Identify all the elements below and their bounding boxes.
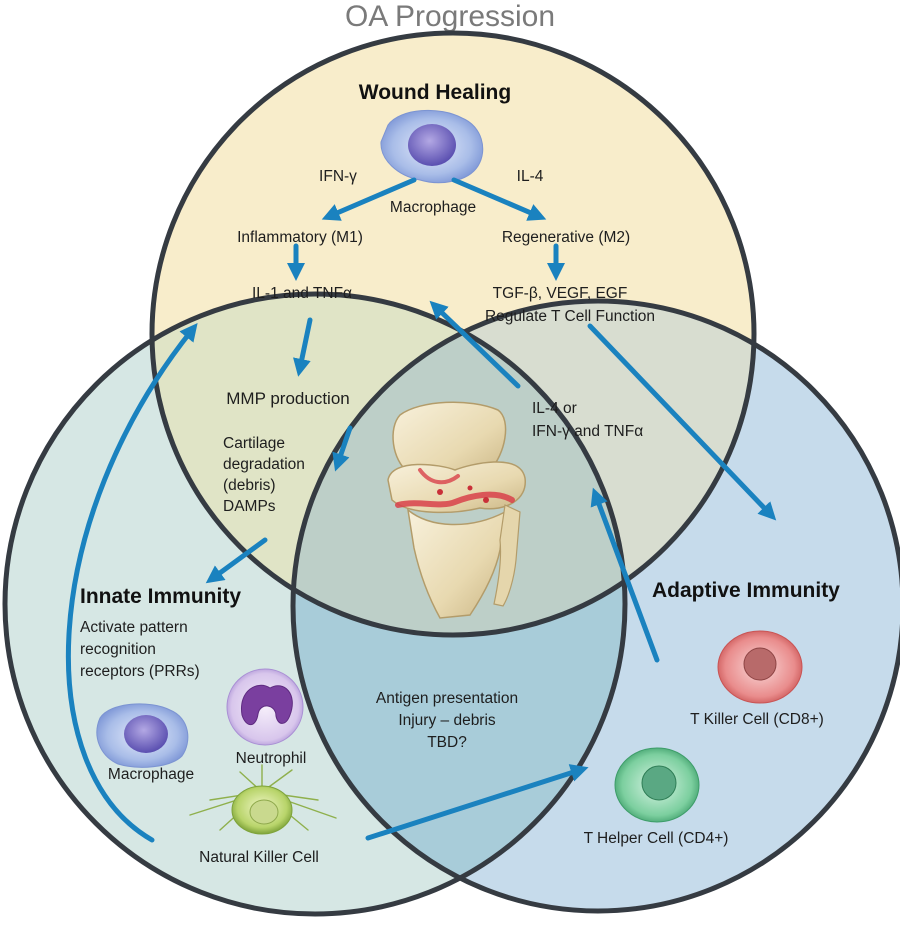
adaptive-immunity-heading: Adaptive Immunity <box>652 579 840 602</box>
antigen-line: Injury – debris <box>398 712 496 729</box>
il4-label: IL-4 <box>517 168 544 185</box>
arrow-regulate-to-t-killer <box>587 323 777 521</box>
mmp-production-label: MMP production <box>226 389 349 408</box>
prr-line: recognition <box>80 641 156 658</box>
arrow-t-killer-to-il4 <box>590 487 660 663</box>
arrow-innate-to-wound <box>65 322 198 843</box>
arrow-mmp-to-cartilage <box>332 425 353 472</box>
il4-or-line: IL-4 or <box>532 400 577 417</box>
wound-healing-outline <box>149 30 757 638</box>
arrow-nk-to-t-helper <box>365 764 589 841</box>
ifn-gamma-label: IFN-γ <box>319 168 357 185</box>
m1-label: Inflammatory (M1) <box>237 229 363 246</box>
arrow-macrophage-to-m2 <box>451 177 547 221</box>
knee-joint-illustration <box>387 401 526 619</box>
arrow-damps-to-innate <box>205 537 268 584</box>
prr-line: receptors (PRRs) <box>80 663 200 680</box>
innate-macrophage-label: Macrophage <box>108 766 194 783</box>
natural-killer-label: Natural Killer Cell <box>199 849 319 866</box>
adaptive-immunity-outline <box>290 298 900 914</box>
cartilage-line: degradation <box>223 456 305 473</box>
antigen-line: TBD? <box>427 734 467 751</box>
innate-immunity-heading: Innate Immunity <box>80 585 241 608</box>
ifn-tnf-line: IFN-γ and TNFα <box>532 423 643 440</box>
neutrophil-cell-icon <box>226 668 304 746</box>
arrow-il4-to-wound <box>429 300 521 389</box>
cartilage-line: (debris) <box>223 477 276 494</box>
arrow-macrophage-to-m1 <box>321 177 417 221</box>
tgf-vegf-egf-label: TGF-β, VEGF, EGF <box>493 285 628 302</box>
neutrophil-label: Neutrophil <box>236 750 307 767</box>
t-killer-cell-icon <box>717 630 803 704</box>
page-title: OA Progression <box>345 0 555 33</box>
macrophage-cell-icon <box>96 703 189 768</box>
t-helper-cell-icon <box>614 747 700 823</box>
innate-immunity-outline <box>2 291 628 917</box>
m2-label: Regenerative (M2) <box>502 229 630 246</box>
cartilage-line: DAMPs <box>223 498 276 515</box>
macrophage-cell-icon <box>380 109 484 184</box>
macrophage-label: Macrophage <box>390 199 476 216</box>
cartilage-line: Cartilage <box>223 435 285 452</box>
regulate-t-cell-label: Regulate T Cell Function <box>485 308 655 325</box>
wound-healing-heading: Wound Healing <box>359 81 511 104</box>
t-helper-label: T Helper Cell (CD4+) <box>584 830 729 847</box>
arrow-il1-to-mmp <box>293 317 313 377</box>
antigen-line: Antigen presentation <box>376 690 518 707</box>
natural-killer-cell-icon <box>189 764 337 835</box>
prr-line: Activate pattern <box>80 619 188 636</box>
il1-tnf-label: IL-1 and TNFα <box>252 285 352 302</box>
t-killer-label: T Killer Cell (CD8+) <box>690 711 824 728</box>
